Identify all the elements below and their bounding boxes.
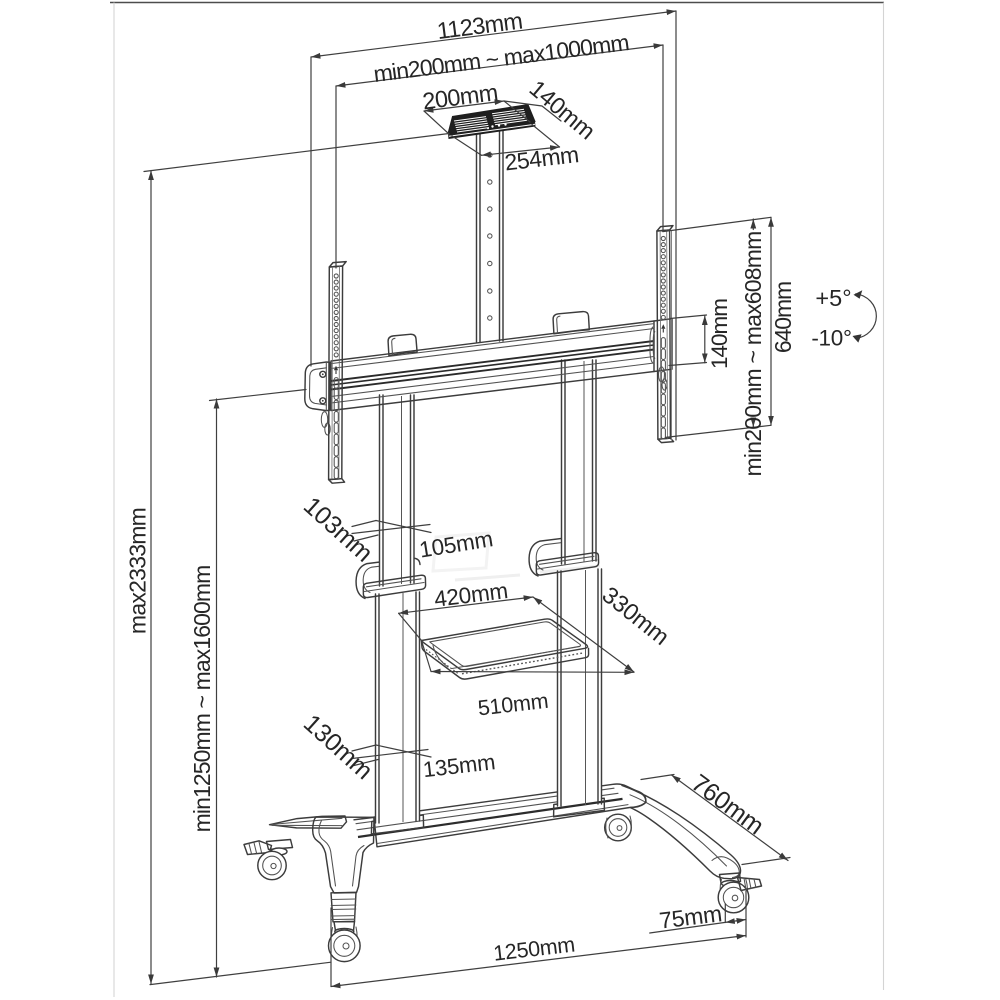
svg-text:-10°: -10° <box>811 325 851 350</box>
svg-text:+5°: +5° <box>815 285 851 311</box>
svg-text:min1250mm ~ max1600mm: min1250mm ~ max1600mm <box>189 566 215 833</box>
svg-text:max2333mm: max2333mm <box>125 508 151 634</box>
svg-text:140mm: 140mm <box>707 299 732 369</box>
svg-text:min200mm ~ max608mm: min200mm ~ max608mm <box>740 232 766 477</box>
svg-text:640mm: 640mm <box>770 282 796 353</box>
